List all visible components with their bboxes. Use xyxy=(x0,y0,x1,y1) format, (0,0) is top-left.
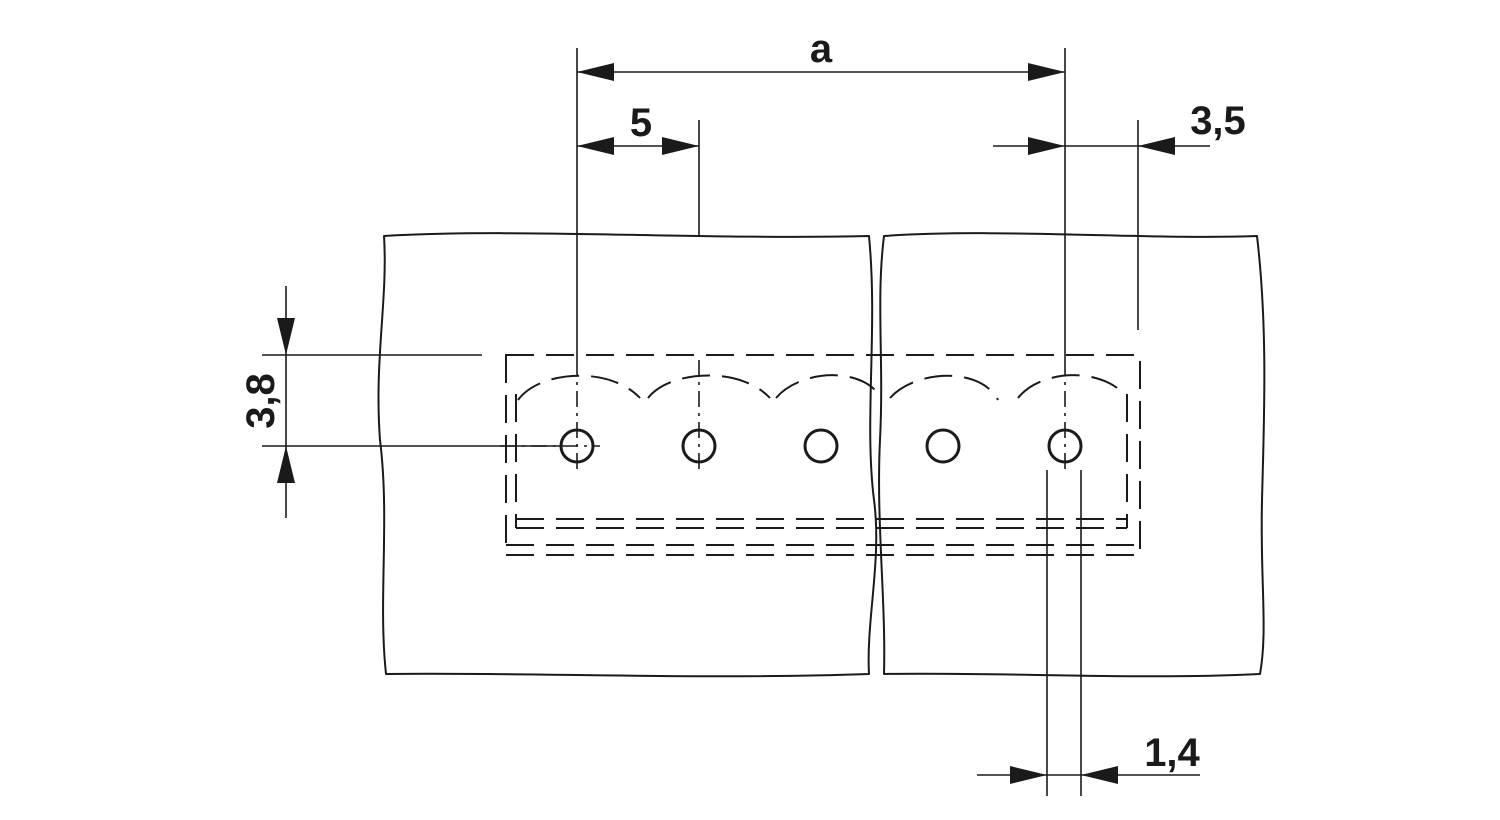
dimension-hole-diameter: 1,4 xyxy=(977,731,1201,784)
arrowhead xyxy=(277,446,295,483)
dimension-row-offset: 3,8 xyxy=(239,286,295,518)
dimension-pitch: 5 xyxy=(577,101,699,155)
arrowhead xyxy=(1028,137,1065,155)
right-panel-outline xyxy=(878,232,1266,678)
left-panel-outline xyxy=(377,232,878,678)
dimension-row-offset-label: 3,8 xyxy=(239,373,283,429)
pin-hole-4 xyxy=(925,428,961,464)
dimension-a-label: a xyxy=(810,27,833,71)
dimension-edge-offset: 3,5 xyxy=(993,99,1246,155)
terminal-arc xyxy=(1017,374,1127,399)
arrowhead xyxy=(662,137,699,155)
dimension-hole-diameter-label: 1,4 xyxy=(1144,731,1200,775)
arrowhead xyxy=(1081,766,1118,784)
pin-holes xyxy=(559,428,1083,464)
arrowhead xyxy=(1138,137,1175,155)
dimension-edge-offset-label: 3,5 xyxy=(1190,99,1246,143)
dimension-a: a xyxy=(577,27,1065,81)
terminal-arc xyxy=(889,374,999,401)
terminal-arcs xyxy=(517,374,1127,401)
pin-hole-3 xyxy=(803,428,839,464)
arrowhead xyxy=(577,63,614,81)
arrowhead xyxy=(577,137,614,155)
arrowhead xyxy=(1028,63,1065,81)
terminal-arc xyxy=(775,374,881,399)
connector-outer-outline xyxy=(505,354,1141,556)
terminal-arc xyxy=(517,374,641,401)
dimension-pitch-label: 5 xyxy=(630,101,652,145)
arrowhead xyxy=(1010,766,1047,784)
terminal-arc xyxy=(647,374,771,399)
arrowhead xyxy=(277,318,295,355)
